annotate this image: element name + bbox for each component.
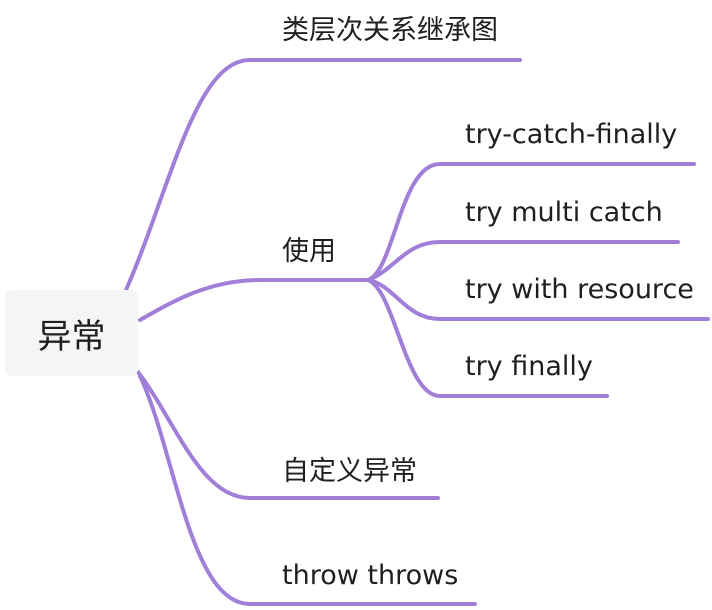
root-node[interactable]: 异常 [5, 290, 138, 376]
edge-usage-try-catch-finally [366, 162, 696, 282]
edge-root-custom-exception [136, 370, 440, 500]
child-try-with-resource-label[interactable]: try with resource [465, 274, 694, 305]
child-try-finally-label[interactable]: try finally [465, 351, 593, 382]
edge-root-throw-throws [138, 374, 477, 606]
edge-root-hierarchy [124, 58, 522, 292]
child-try-multi-catch-label[interactable]: try multi catch [465, 197, 663, 228]
branch-throw-throws-label[interactable]: throw throws [282, 560, 459, 591]
root-node-label: 异常 [37, 316, 106, 357]
edge-usage-try-multi-catch [366, 240, 680, 282]
edge-root-usage [138, 278, 372, 322]
branch-usage-label[interactable]: 使用 [282, 236, 336, 267]
edge-usage-try-with-resource [366, 278, 710, 321]
branch-custom-exception-label[interactable]: 自定义异常 [282, 456, 417, 487]
child-try-catch-finally-label[interactable]: try-catch-finally [465, 119, 678, 150]
branch-hierarchy-label[interactable]: 类层次关系继承图 [282, 15, 498, 46]
edge-usage-try-finally [366, 278, 609, 398]
